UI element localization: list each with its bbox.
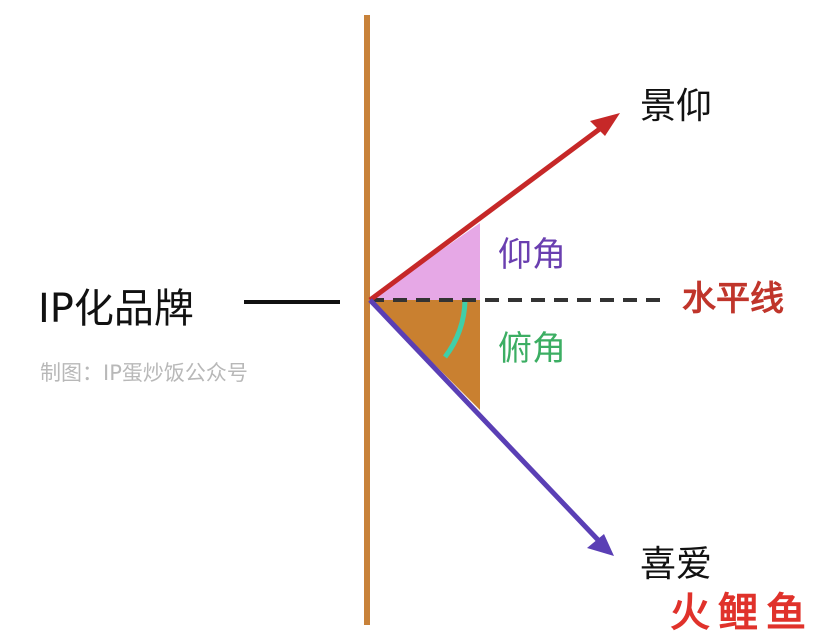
arrowhead-icon xyxy=(590,113,620,136)
credit-text: 制图：IP蛋炒饭公众号 xyxy=(40,361,248,385)
top-arrow-label: 景仰 xyxy=(640,86,712,127)
depression-angle-label: 俯角 xyxy=(498,329,566,369)
bottom-arrow-label: 喜爱 xyxy=(640,544,712,585)
svg-text:鱼: 鱼 xyxy=(766,590,806,635)
watermark-logo: 火 鲤 鱼 xyxy=(670,590,806,635)
horizontal-line-label: 水平线 xyxy=(682,279,784,319)
top-arrow-line xyxy=(368,122,607,303)
svg-text:火: 火 xyxy=(670,590,710,635)
elevation-angle-label: 仰角 xyxy=(498,235,566,275)
svg-text:鲤: 鲤 xyxy=(718,590,758,635)
arrowhead-icon xyxy=(587,534,614,556)
depression-angle-arc xyxy=(443,299,468,359)
bottom-arrow-line xyxy=(368,298,602,544)
main-label: IP化品牌 xyxy=(38,286,194,332)
